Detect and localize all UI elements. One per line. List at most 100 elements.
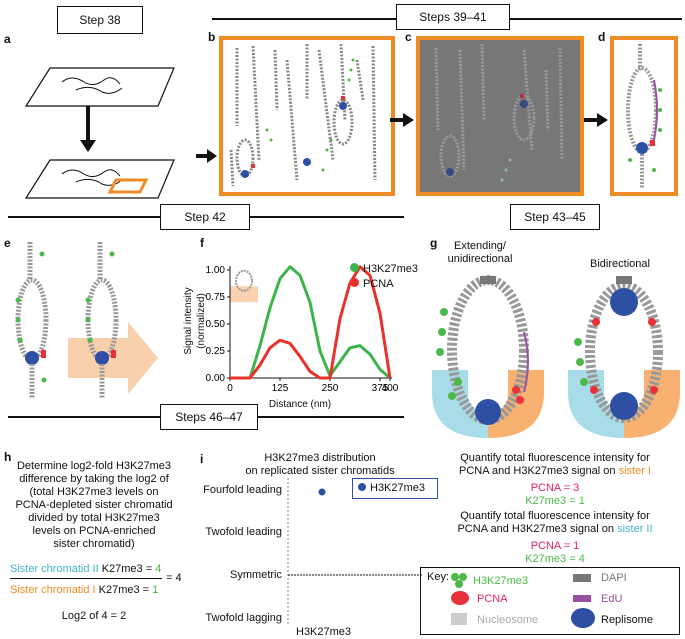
g-q2-k27: K27me3 = 4 — [525, 553, 585, 565]
i-ylabel-symmetric: Symmetric — [230, 569, 282, 581]
panel-c-fibers — [434, 43, 564, 182]
h-equals: = 4 — [166, 572, 182, 584]
chart-ytick-label: 0.25 — [206, 346, 226, 357]
chart-xtick-label: 250 — [322, 383, 339, 394]
g-q1-pcna: PCNA = 3 — [530, 482, 580, 494]
chart-xtick-label: 400 — [382, 383, 399, 394]
panel-g-bubbles — [432, 275, 680, 438]
g-quantify-sister-1: Quantify total fluorescence intensity fo… — [430, 452, 680, 508]
chart-xlabel: Distance (nm) — [268, 399, 332, 410]
g-title-left: Extending/ unidirectional — [430, 240, 530, 266]
h-den-val: 1 — [152, 584, 159, 596]
panel-a-slides — [24, 67, 175, 199]
legend-dot-h3k27me3 — [350, 263, 359, 272]
chart-ytick-label: 1.00 — [206, 265, 226, 276]
i-legend-dot — [358, 483, 366, 491]
legend-label-pcna: PCNA — [363, 278, 394, 290]
dapi-key-icon — [573, 574, 591, 582]
h-den-rest: K27me3 = — [95, 584, 153, 596]
key-label-nucleosome: Nucleosome — [477, 614, 539, 626]
g-quantify-sister-2: Quantify total fluorescence intensity fo… — [430, 510, 680, 566]
chart-ytick-label: 0.50 — [206, 319, 226, 330]
chart-inset-highlight — [230, 286, 258, 303]
h-result: Log2 of 4 = 2 — [61, 610, 127, 622]
step-42-label: Step 42 — [160, 204, 250, 230]
key-label-pcna: PCNA — [477, 593, 508, 605]
arrow-b-to-c — [390, 113, 414, 127]
i-ylabel-fourfold: Fourfold leading — [203, 484, 282, 496]
g-title-right: Bidirectional — [590, 258, 650, 270]
nucleosome-key-icon — [451, 613, 467, 625]
h-line6: levels on PCNA-enriched — [32, 525, 156, 537]
key-label-replisome: Replisome — [601, 614, 653, 626]
g-q2-line2-pre: PCNA and H3K27me3 signal on — [457, 523, 618, 535]
panel-label-i: i — [200, 452, 204, 466]
chart-xtick-label: 0 — [227, 383, 233, 394]
chart-xtick-label: 125 — [272, 383, 289, 394]
h-line5: divided by total H3K27me3 — [28, 512, 160, 524]
h-denominator: Sister chromatid I K27me3 = 1 — [10, 584, 158, 597]
step-43-45-label: Step 43–45 — [510, 204, 600, 230]
panel-d-bubble — [626, 44, 662, 188]
i-title: H3K27me3 distribution on replicated sist… — [220, 452, 420, 478]
panel-label-f: f — [200, 236, 204, 250]
h-line1: Determine log2-fold H3K27me3 — [16, 460, 172, 472]
h-line2: difference by taking the log2 of — [19, 473, 169, 485]
panel-b-fibers — [229, 43, 377, 187]
g-q2-line1: Quantify total fluorescence intensity fo… — [460, 510, 650, 522]
panel-label-d: d — [598, 30, 606, 44]
h3k27me3-key-icon — [451, 573, 467, 588]
legend-item-h3k27me3: H3K27me3 — [350, 262, 418, 277]
arrow-a-to-b — [196, 149, 217, 163]
i-ylabel-twofold-lagging: Twofold lagging — [205, 612, 282, 624]
g-q1-k27: K27me3 = 1 — [525, 495, 585, 507]
panel-label-b: b — [208, 30, 216, 44]
panel-label-g: g — [430, 236, 438, 250]
i-legend: H3K27me3 — [352, 478, 438, 499]
h-numerator: Sister chromatid II K27me3 = 4 — [10, 563, 161, 576]
key-box: Key: H3K27me3 DAPI PCNA EdU Nucleosome R… — [420, 567, 680, 635]
h-den-label: Sister chromatid I — [10, 584, 96, 596]
i-plot — [287, 478, 422, 624]
edu-key-icon — [573, 595, 591, 602]
chart-series-h3k27me3 — [230, 265, 391, 380]
g-q2-pcna: PCNA = 1 — [530, 540, 580, 552]
replisome-key-icon — [571, 608, 595, 628]
step-38-label: Step 38 — [57, 6, 143, 34]
h-fraction-bar — [10, 578, 162, 579]
arrow-c-to-d — [584, 113, 608, 127]
h-num-rest: K27me3 = — [98, 563, 156, 575]
g-q1-line1: Quantify total fluorescence intensity fo… — [460, 452, 650, 464]
h-line4: PCNA-depleted sister chromatid — [15, 499, 173, 511]
g-q2-line2-hl: sister II — [617, 523, 653, 535]
i-title-2: on replicated sister chromatids — [245, 465, 395, 477]
g-title-left-2: unidirectional — [447, 253, 513, 265]
i-xlabel: H3K27me3 — [296, 626, 352, 638]
legend-item-pcna: PCNA — [350, 277, 418, 292]
chart-ytick-label: 0.00 — [206, 373, 226, 384]
key-label-h3k27me3: H3K27me3 — [473, 575, 529, 587]
step-39-41-label: Steps 39–41 — [396, 4, 510, 30]
h-line7: sister chromatid) — [53, 538, 135, 550]
h-num-label: Sister chromatid II — [10, 563, 99, 575]
chart-series-pcna — [230, 265, 392, 380]
chart-xtick-label: 375 — [372, 383, 389, 394]
pcna-key-icon — [451, 591, 469, 605]
panel-label-e: e — [4, 236, 11, 250]
i-ylabel-twofold-leading: Twofold leading — [205, 526, 282, 538]
step-46-47-label: Steps 46–47 — [160, 404, 258, 430]
legend-dot-pcna — [350, 278, 359, 287]
h-description: Determine log2-fold H3K27me3 difference … — [14, 460, 174, 551]
key-label-dapi: DAPI — [601, 572, 627, 584]
panel-label-h: h — [4, 450, 12, 464]
g-q2-line2: PCNA and H3K27me3 signal on sister II — [430, 523, 680, 536]
legend-label-h3k27me3: H3K27me3 — [363, 263, 419, 275]
i-data-point — [318, 488, 326, 496]
i-legend-label: H3K27me3 — [370, 482, 426, 494]
g-q1-line2-hl: sister I — [618, 465, 651, 477]
h-line3: (total H3K27me3 levels on — [29, 486, 159, 498]
chart-ytick-label: 0.75 — [206, 292, 226, 303]
chart-legend: H3K27me3 PCNA — [350, 262, 418, 292]
g-title-left-1: Extending/ — [454, 240, 506, 252]
